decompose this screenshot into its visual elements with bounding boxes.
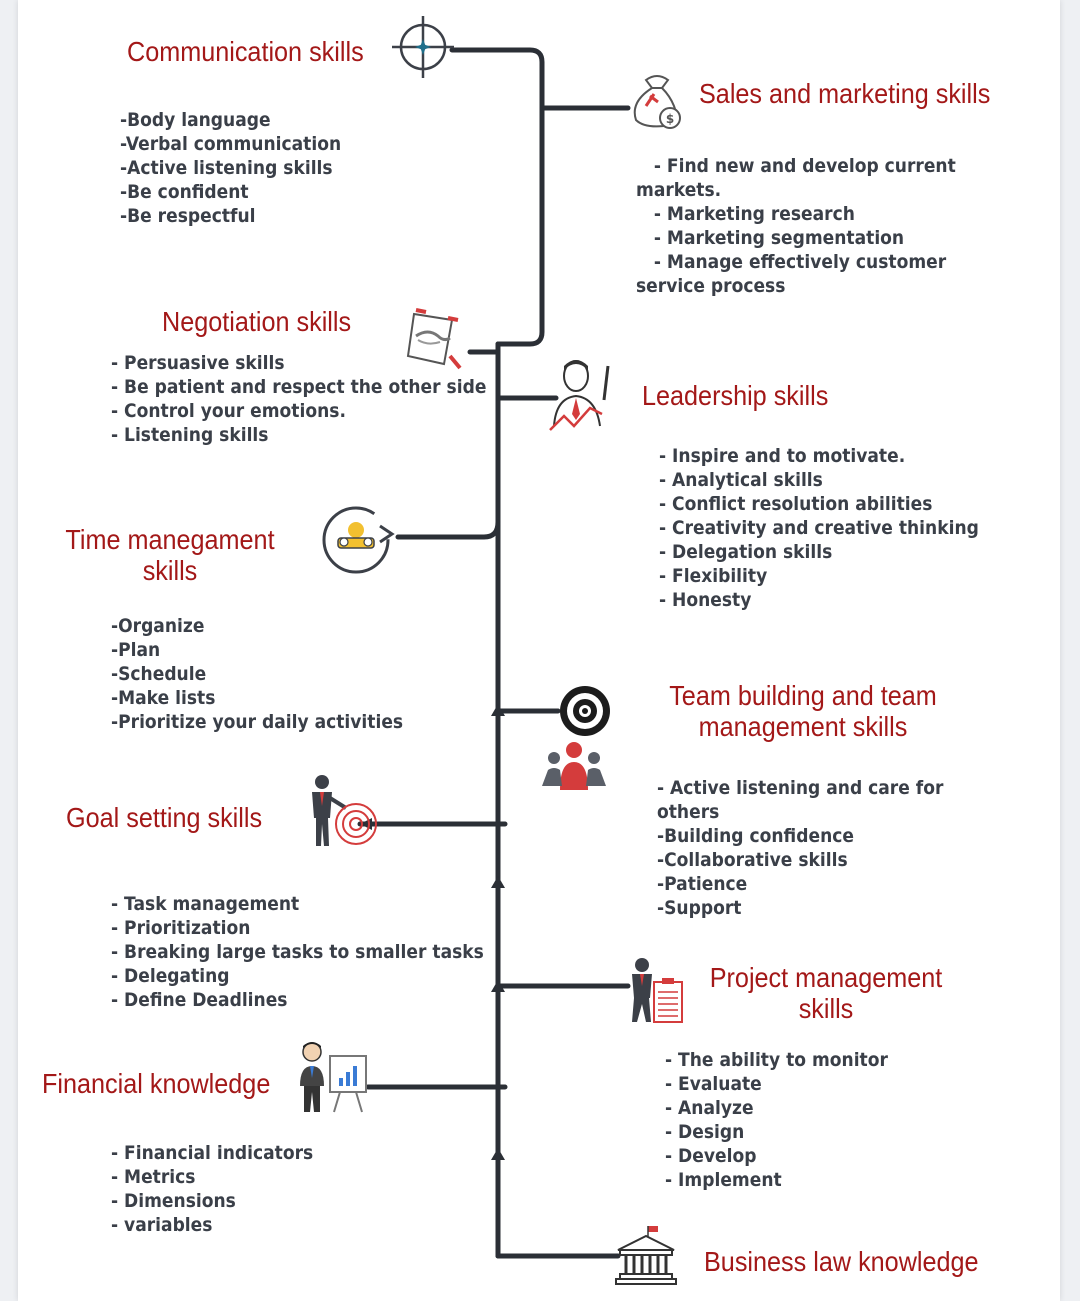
list-item: - Dimensions bbox=[111, 1190, 236, 1212]
list-item: - Marketing segmentation bbox=[636, 227, 905, 249]
list-item: - The ability to monitor bbox=[665, 1049, 888, 1071]
arrow-marker-2 bbox=[491, 876, 505, 888]
title-line: management skills bbox=[698, 711, 908, 742]
project-management-skills-title: Project management skills bbox=[707, 962, 945, 1024]
financial-knowledge-title: Financial knowledge bbox=[42, 1068, 271, 1099]
list-item: - Flexibility bbox=[659, 565, 768, 587]
list-item: - Implement bbox=[665, 1169, 782, 1191]
goal-setting-skills-list: - Task management - Prioritization - Bre… bbox=[111, 892, 489, 1012]
list-item: - Manage effectively customer service pr… bbox=[636, 251, 953, 297]
list-item: - Honesty bbox=[659, 589, 752, 611]
negotiation-skills-title: Negotiation skills bbox=[162, 306, 352, 337]
list-item: - Metrics bbox=[111, 1166, 196, 1188]
negotiation-skills-list: - Persuasive skills - Be patient and res… bbox=[111, 351, 489, 447]
leadership-skills-list: - Inspire and to motivate. - Analytical … bbox=[659, 444, 1001, 612]
list-item: - Delegating bbox=[111, 965, 230, 987]
list-item: - Persuasive skills bbox=[111, 352, 285, 374]
list-item: - Find new and develop current markets. bbox=[636, 155, 962, 201]
title-line: skills bbox=[142, 555, 198, 586]
team-group-icon bbox=[542, 742, 606, 790]
list-item: - Prioritization bbox=[111, 917, 251, 939]
sales-marketing-skills-list: - Find new and develop current markets. … bbox=[636, 154, 1014, 298]
infographic-page bbox=[18, 0, 1060, 1301]
list-item: - Marketing research bbox=[636, 203, 855, 225]
money-bag-icon: $ bbox=[633, 75, 681, 129]
list-item: - Inspire and to motivate. bbox=[659, 445, 906, 467]
list-item: -Prioritize your daily activities bbox=[111, 711, 404, 733]
business-law-knowledge-title: Business law knowledge bbox=[704, 1246, 979, 1277]
list-item: - Design bbox=[665, 1121, 745, 1143]
list-item: - Control your emotions. bbox=[111, 400, 346, 422]
connector-communication bbox=[449, 47, 545, 347]
list-item: -Body language bbox=[120, 109, 271, 131]
goal-setting-skills-title: Goal setting skills bbox=[66, 802, 263, 833]
clipboard-person-icon bbox=[632, 958, 683, 1023]
arrow-marker-3 bbox=[491, 980, 505, 992]
list-item: - Delegation skills bbox=[659, 541, 833, 563]
communication-skills-list: -Body language -Verbal communication -Ac… bbox=[120, 108, 399, 228]
financial-knowledge-list: - Financial indicators - Metrics - Dimen… bbox=[111, 1141, 381, 1237]
list-item: - Analyze bbox=[665, 1097, 754, 1119]
list-item: -Collaborative skills bbox=[657, 849, 848, 871]
arrow-marker-1 bbox=[491, 704, 505, 716]
leadership-skills-title: Leadership skills bbox=[642, 380, 829, 411]
list-item: - Be patient and respect the other side bbox=[111, 376, 487, 398]
list-item: - Conflict resolution abilities bbox=[659, 493, 933, 515]
list-item: - Breaking large tasks to smaller tasks bbox=[111, 941, 484, 963]
list-item: -Verbal communication bbox=[120, 133, 342, 155]
leader-person-icon bbox=[549, 360, 610, 431]
title-line: Time manegament bbox=[65, 524, 275, 555]
target-icon bbox=[560, 686, 610, 736]
crosshair-icon bbox=[392, 16, 454, 78]
list-item: - Creativity and creative thinking bbox=[659, 517, 979, 539]
project-management-skills-list: - The ability to monitor - Evaluate - An… bbox=[665, 1048, 935, 1192]
list-item: - Listening skills bbox=[111, 424, 269, 446]
presentation-person-icon bbox=[300, 1042, 367, 1113]
goal-target-person-icon bbox=[312, 775, 377, 846]
list-item: - variables bbox=[111, 1214, 213, 1236]
title-line: skills bbox=[798, 993, 854, 1024]
time-management-skills-title: Time manegament skills bbox=[53, 524, 287, 586]
communication-skills-title: Communication skills bbox=[127, 36, 364, 67]
list-item: -Make lists bbox=[111, 687, 216, 709]
list-item: -Be confident bbox=[120, 181, 249, 203]
list-item: -Organize bbox=[111, 615, 205, 637]
list-item: -Building confidence bbox=[657, 825, 854, 847]
list-item: -Schedule bbox=[111, 663, 207, 685]
list-item: -Be respectful bbox=[120, 205, 256, 227]
title-line: Team building and team bbox=[669, 680, 937, 711]
list-item: - Financial indicators bbox=[111, 1142, 314, 1164]
list-item: - Develop bbox=[665, 1145, 757, 1167]
list-item: -Plan bbox=[111, 639, 161, 661]
list-item: - Task management bbox=[111, 893, 300, 915]
team-building-skills-title: Team building and team management skills bbox=[665, 680, 940, 742]
handshake-document-icon bbox=[406, 308, 462, 370]
courthouse-icon bbox=[615, 1226, 677, 1285]
connector-time bbox=[395, 519, 501, 540]
list-item: -Support bbox=[657, 897, 742, 919]
list-item: - Active listening and care for others bbox=[657, 777, 950, 823]
list-item: - Define Deadlines bbox=[111, 989, 288, 1011]
list-item: -Active listening skills bbox=[120, 157, 333, 179]
team-building-skills-list: - Active listening and care for others -… bbox=[657, 776, 954, 920]
svg-text:$: $ bbox=[666, 112, 674, 126]
arrow-marker-4 bbox=[491, 1148, 505, 1160]
list-item: -Patience bbox=[657, 873, 748, 895]
list-item: - Analytical skills bbox=[659, 469, 823, 491]
list-item: - Evaluate bbox=[665, 1073, 762, 1095]
time-management-skills-list: -Organize -Plan -Schedule -Make lists -P… bbox=[111, 614, 417, 734]
sales-marketing-skills-title: Sales and marketing skills bbox=[699, 78, 991, 109]
title-line: Project management bbox=[709, 962, 943, 993]
time-management-icon bbox=[322, 506, 395, 574]
